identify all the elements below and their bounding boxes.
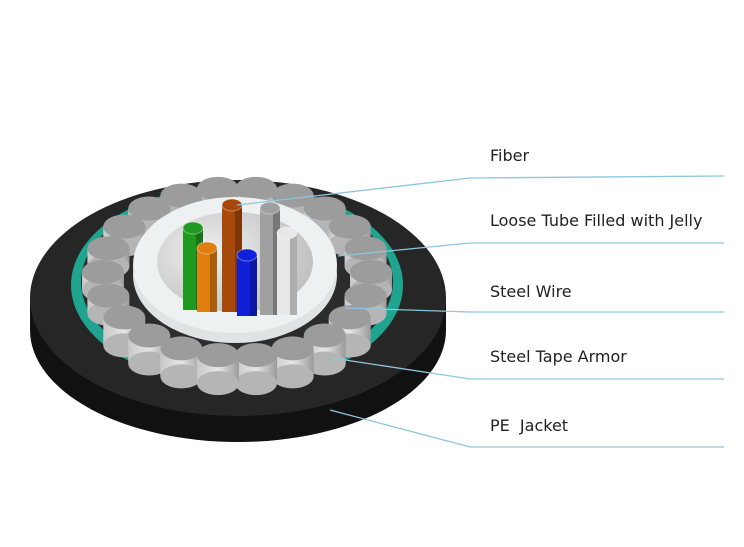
leader-loose-tube xyxy=(337,242,724,257)
leader-steel-wire xyxy=(344,307,724,313)
leader-steel-tape xyxy=(331,357,724,380)
fiber-strand xyxy=(276,226,298,315)
label-steel-tape-armor: Steel Tape Armor xyxy=(490,347,627,366)
label-pe-jacket: PE Jacket xyxy=(490,416,569,435)
steel-wires-front xyxy=(103,305,371,396)
leader-pe-jacket xyxy=(329,409,724,448)
label-steel-wire: Steel Wire xyxy=(490,282,572,301)
steel-wire xyxy=(235,343,278,396)
fiber-strand xyxy=(259,201,281,315)
steel-wire xyxy=(196,343,239,396)
fiber-strand xyxy=(196,241,218,312)
label-fiber: Fiber xyxy=(490,146,530,165)
label-loose-tube: Loose Tube Filled with Jelly xyxy=(490,211,703,230)
leader-lines xyxy=(236,175,725,448)
steel-wire xyxy=(350,260,392,302)
steel-wire xyxy=(160,336,203,389)
steel-wire xyxy=(271,336,314,389)
fiber-strand xyxy=(236,248,258,316)
steel-wire xyxy=(128,323,171,376)
steel-wire xyxy=(303,323,346,376)
leader-fiber xyxy=(236,175,725,206)
fibers xyxy=(182,198,298,316)
